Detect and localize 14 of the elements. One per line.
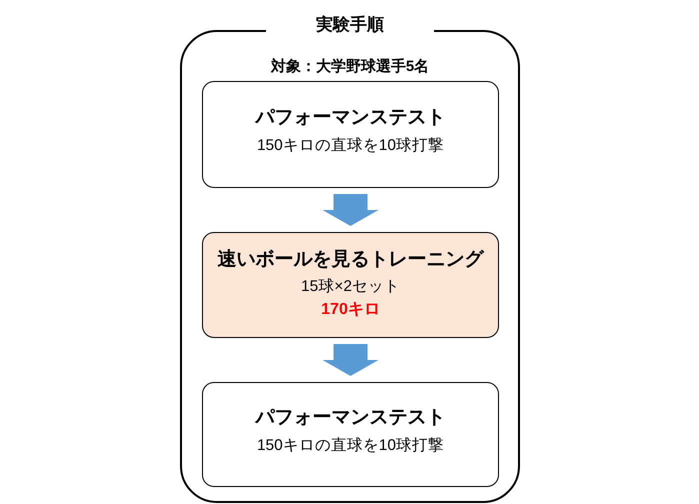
subtitle-text: 対象：大学野球選手5名	[270, 57, 430, 77]
box-text: 150キロの直球を10球打撃	[256, 436, 444, 456]
block-arrow	[322, 194, 378, 226]
process-box	[202, 232, 499, 338]
highlight-text: 170キロ	[321, 300, 380, 320]
process-box	[202, 81, 499, 188]
box-heading: パフォーマンステスト	[256, 106, 446, 130]
box-heading: 速いボールを見るトレーニング	[218, 248, 484, 272]
block-arrow	[322, 344, 378, 376]
box-text: 150キロの直球を10球打撃	[256, 136, 444, 156]
box-heading: パフォーマンステスト	[256, 406, 446, 430]
frame-title: 実験手順	[316, 15, 384, 35]
process-box	[202, 382, 499, 487]
box-text: 15球×2セット	[301, 276, 400, 296]
